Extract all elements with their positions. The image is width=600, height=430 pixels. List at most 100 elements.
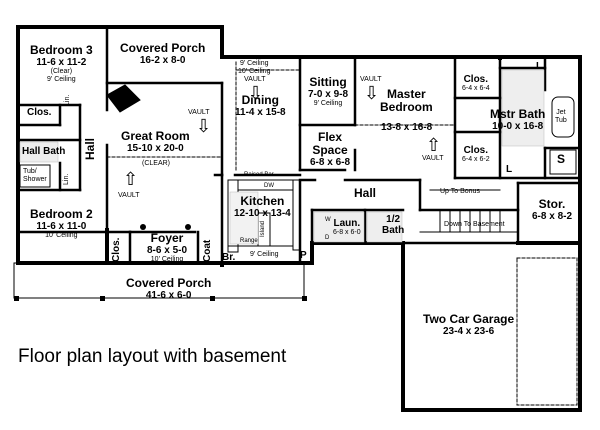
garage-dims: 23-4 x 23-6: [442, 326, 495, 338]
storage-dims: 6-8 x 8-2: [532, 211, 573, 223]
bedroom2-name: Bedroom 2: [30, 207, 93, 221]
laundry-dims: 6-8 x 6-0: [333, 229, 361, 236]
hall-center-name: Hall: [354, 186, 377, 200]
master-bedroom-label: Master Bedroom: [380, 87, 433, 115]
laundry-w: W: [325, 217, 331, 223]
tub-shower-name2: Shower: [23, 175, 47, 183]
master-vault-arrow-top: ⇩: [364, 83, 380, 103]
bedroom3-name: Bedroom 3: [30, 43, 93, 57]
sitting-dims: 7-0 x 9-8: [308, 89, 349, 101]
half-bath-name: 1/2: [386, 214, 401, 225]
clos-master2-name: Clos.: [463, 145, 489, 156]
kitchen-ceiling-note: 9' Ceiling: [250, 251, 279, 258]
great-room-vault-arrow-bottom: ⇧: [123, 169, 139, 189]
mstr-bath-dims: 10-0 x 16-8: [492, 121, 544, 133]
tub-shower-name: Tub/: [23, 168, 37, 175]
foyer-label: Foyer 8-6 x 5-0 10' Ceiling: [147, 231, 188, 264]
master-bedroom-dims-label: 13-8 x 16-8: [381, 122, 432, 133]
dining-label: 9' Ceiling 10' Ceiling: [238, 60, 270, 75]
sitting-name: Sitting: [309, 75, 347, 89]
clos-master2-label: Clos. 6-4 x 6-2: [462, 145, 490, 164]
down-to-basement-label: Down To Basement: [444, 221, 505, 229]
lin1-label: Lin.: [64, 95, 72, 106]
bedroom2-label: Bedroom 2 11-6 x 11-0 10' Ceiling: [30, 207, 93, 240]
great-room-note1: (CLEAR): [142, 160, 171, 167]
bedroom3-dims: 11-6 x 11-2: [36, 57, 87, 69]
foyer-name: Foyer: [150, 231, 184, 245]
great-room-dims: 15-10 x 20-0: [126, 143, 184, 155]
great-room-vault-top: VAULT: [188, 109, 210, 116]
coat-label: Coat: [202, 240, 213, 262]
kitchen-island: Island: [260, 220, 266, 237]
master-vault-top: VAULT: [360, 76, 382, 83]
foyer-dims: 8-6 x 5-0: [147, 245, 188, 257]
shower-s-label: S: [557, 152, 566, 166]
jet-tub-name: Jet: [556, 109, 566, 116]
laundry-d: D: [325, 235, 330, 241]
laundry-name: Laun.: [333, 218, 361, 229]
kitchen-pantry: P: [300, 250, 307, 261]
down-to-basement-name: Down To Basement: [444, 221, 505, 228]
lin-l2-name: L: [506, 164, 513, 175]
bedroom3-note2: 9' Ceiling: [47, 75, 76, 83]
sitting-note1: 9' Ceiling: [313, 100, 343, 108]
great-room-vault-arrow-top: ⇩: [196, 116, 212, 136]
bedroom2-note1: 10' Ceiling: [45, 232, 78, 240]
clos-bed2-label: Clos.: [111, 238, 122, 262]
great-room-note-label: (CLEAR): [142, 160, 170, 168]
tub-shower-label: Tub/ Shower: [23, 168, 47, 183]
flex-space-label: Flex Space 6-8 x 6-8: [310, 130, 350, 168]
clos-bed3-name: Clos.: [27, 107, 52, 118]
lin-l1-label: L: [536, 61, 542, 72]
covered-porch-front-dims: 41-6 x 6-0: [145, 290, 192, 302]
dining-vault: VAULT: [244, 76, 266, 83]
bedroom3-label: Bedroom 3 11-6 x 11-2 (Clear) 9' Ceiling: [30, 43, 93, 84]
clos-master1-dims: 6-4 x 6-4: [462, 85, 490, 92]
storage-label: Stor. 6-8 x 8-2: [532, 197, 573, 223]
garage-name: Two Car Garage: [423, 312, 515, 326]
clos-master2-dims: 6-4 x 6-2: [462, 156, 490, 163]
master-bedroom-name2: Bedroom: [380, 100, 433, 115]
master-bedroom-name: Master: [386, 87, 426, 101]
lin2-name: Lin.: [63, 173, 70, 185]
dining-name: Dining: [241, 93, 279, 107]
sitting-label: Sitting 7-0 x 9-8 9' Ceiling: [308, 75, 349, 108]
hall-center-label: Hall: [354, 186, 377, 200]
half-bath-label: 1/2 Bath: [382, 214, 404, 236]
covered-porch-top-dims: 16-2 x 8-0: [139, 55, 186, 67]
dining-note2: 10' Ceiling: [238, 67, 271, 75]
storage-name: Stor.: [538, 197, 566, 211]
dining-vault-arrow: ⇩: [248, 83, 264, 103]
clos-bed3-label: Clos.: [27, 107, 51, 118]
lin2-label: Lin.: [63, 174, 71, 185]
covered-porch-top-name: Covered Porch: [120, 41, 206, 55]
kitchen-raised-bar: Raised Bar: [244, 172, 274, 178]
kitchen-pantry-name: P: [300, 250, 307, 261]
master-vault-bottom: VAULT: [422, 155, 444, 162]
mstr-bath-label: Mstr Bath 10-0 x 16-8: [490, 107, 545, 133]
clos-master1-label: Clos. 6-4 x 6-4: [462, 74, 490, 93]
dining-note1: 9' Ceiling: [239, 60, 269, 67]
kitchen-ceiling: 9' Ceiling: [250, 251, 279, 259]
master-vault-arrow-bottom: ⇧: [426, 135, 442, 155]
covered-porch-top-label: Covered Porch 16-2 x 8-0: [120, 41, 206, 67]
dining-dims: 11-4 x 15-8: [235, 107, 286, 119]
dining-name-label: Dining 11-4 x 15-8: [235, 93, 286, 119]
jet-tub-label: Jet Tub: [555, 109, 567, 124]
hall-bath-name: Hall Bath: [22, 146, 66, 157]
kitchen-name: Kitchen: [240, 194, 285, 208]
great-room-vault-bottom: VAULT: [118, 192, 140, 199]
coat-name: Coat: [202, 239, 213, 262]
laundry-label: Laun. 6-8 x 6-0: [333, 218, 361, 237]
shower-s-name: S: [557, 152, 566, 166]
kitchen-range: Range: [240, 238, 258, 244]
bedroom3-note1: (Clear): [50, 68, 73, 76]
flex-space-name: Flex: [318, 130, 343, 144]
br-label: Br.: [222, 252, 235, 263]
foyer-note1: 10' Ceiling: [150, 256, 184, 264]
bedroom2-dims: 11-6 x 11-0: [36, 221, 87, 233]
great-room-label: Great Room 15-10 x 20-0: [121, 129, 190, 155]
half-bath-name2: Bath: [382, 225, 405, 236]
hall-bath-label: Hall Bath: [22, 146, 65, 157]
